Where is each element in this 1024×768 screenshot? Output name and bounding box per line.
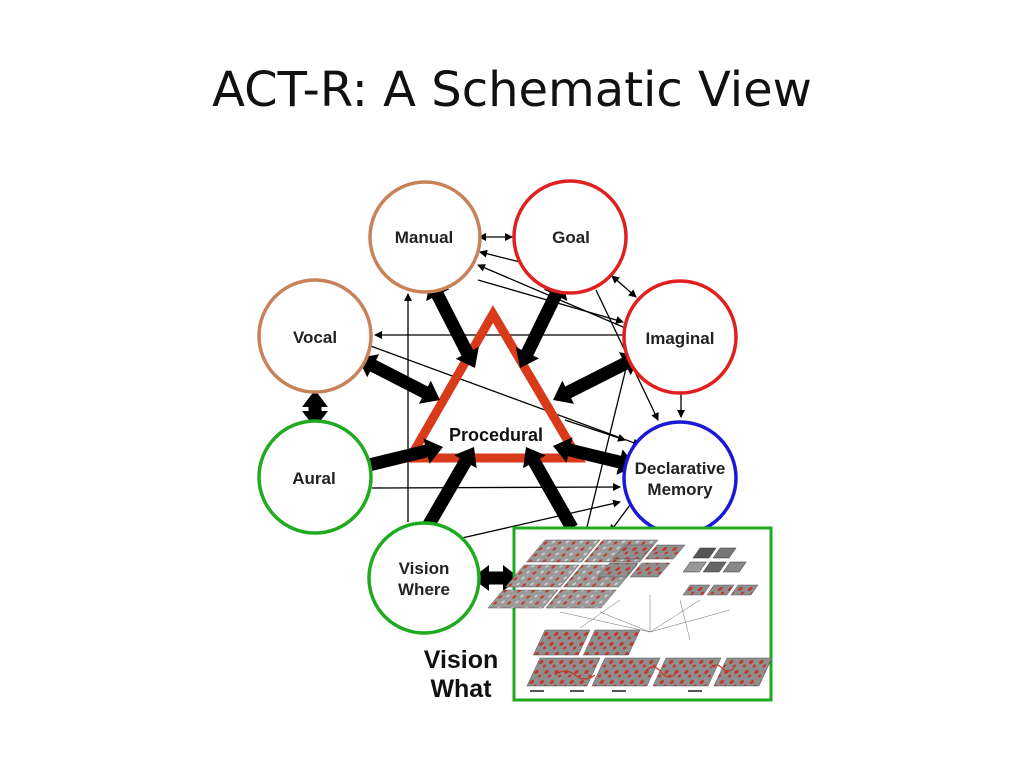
thick-arrow-vocal-aural — [302, 390, 328, 428]
connector-vocal-declarative — [367, 344, 641, 447]
neural-map-images — [487, 539, 773, 692]
thick-arrow-visionwhat-procedural — [523, 447, 578, 532]
aural-module-circle — [257, 419, 373, 535]
vision-where-module-circle — [367, 521, 481, 635]
procedural-triangle — [402, 305, 586, 463]
declarative-label-line1: Declarative — [635, 459, 726, 478]
vision-what-panel — [487, 526, 773, 702]
declarative-module-circle — [622, 420, 738, 536]
thick-arrow-procedural-vocal — [358, 354, 440, 404]
thick-arrow-procedural-goal — [515, 280, 568, 368]
thick-arrow-aural-procedural — [363, 438, 443, 473]
thick-arrow-procedural-manual — [426, 280, 479, 368]
thick-arrow-visionwhere-procedural — [422, 447, 477, 530]
connector-goal-manual — [479, 249, 521, 263]
connector-aural-declarative — [371, 483, 621, 492]
imaginal-label: Imaginal — [646, 329, 715, 348]
declarative-label-line2: Memory — [647, 480, 713, 499]
goal-module-circle — [512, 179, 628, 295]
vision-where-label-line1: Vision — [399, 559, 450, 578]
vocal-label: Vocal — [293, 328, 337, 347]
goal-label: Goal — [552, 228, 590, 247]
thick-arrow-procedural-imaginal — [553, 352, 640, 404]
connector-procedural-declarative-thin — [564, 419, 626, 442]
connector-goal-imaginal — [611, 275, 637, 298]
vision-what-label-line1: Vision — [424, 646, 499, 674]
connector-imaginal-vision — [584, 351, 631, 536]
vocal-module-circle — [257, 278, 373, 394]
thick-arrow-procedural-declarative — [553, 437, 636, 475]
manual-module-circle — [368, 180, 482, 294]
slide-title: ACT-R: A Schematic View — [212, 62, 812, 118]
aural-label: Aural — [292, 469, 335, 488]
connector-vision-declarative — [461, 499, 621, 539]
procedural-label: Procedural — [449, 425, 543, 445]
manual-label: Manual — [395, 228, 454, 247]
module-labels: Manual Goal Vocal Imaginal Aural Declara… — [292, 228, 725, 703]
module-circles — [257, 179, 738, 635]
imaginal-module-circle — [622, 279, 738, 395]
vision-where-label-line2: Where — [398, 580, 450, 599]
vision-what-label-line2: What — [430, 675, 492, 703]
